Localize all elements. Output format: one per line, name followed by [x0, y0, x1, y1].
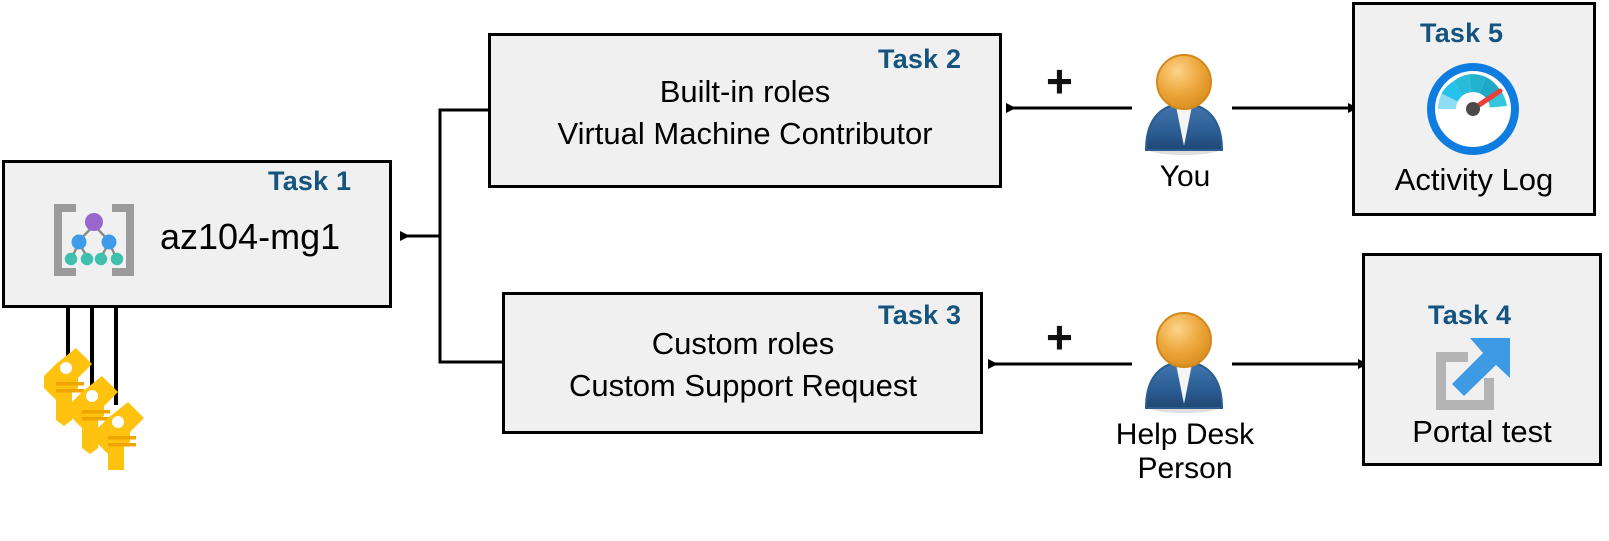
task3-box[interactable]: [502, 292, 983, 434]
task5-label: Task 5: [1420, 18, 1504, 48]
management-group-icon: [46, 198, 142, 282]
task4-label: Task 4: [1428, 300, 1512, 330]
task3-label: Task 3: [878, 300, 962, 330]
task4-text: Portal test: [1412, 414, 1552, 449]
task3-line2: Custom Support Request: [568, 368, 918, 403]
task2-line2: Virtual Machine Contributor: [557, 116, 933, 151]
task3-line1: Custom roles: [651, 326, 835, 361]
person-you[interactable]: [1136, 50, 1232, 158]
task2-box[interactable]: [488, 33, 1002, 188]
person-icon: [1144, 312, 1224, 413]
external-link-icon: [1424, 334, 1524, 416]
person-you-caption: You: [1159, 160, 1211, 193]
task2-line1: Built-in roles: [659, 74, 831, 109]
person-helpdesk[interactable]: [1136, 308, 1232, 416]
plus-sign-top: +: [1046, 55, 1073, 107]
task1-label: Task 1: [268, 166, 352, 196]
person-helpdesk-caption: Help Desk Person: [1115, 418, 1255, 485]
task1-text: az104-mg1: [160, 216, 341, 257]
activity-log-gauge-icon: [1418, 58, 1528, 160]
task1-box[interactable]: [2, 160, 392, 308]
task2-label: Task 2: [878, 44, 962, 74]
task5-text: Activity Log: [1394, 162, 1554, 197]
plus-sign-bottom: +: [1046, 311, 1073, 363]
three-keys-icon: [34, 340, 154, 480]
bracket-connector: [400, 108, 502, 364]
person-icon: [1144, 54, 1224, 155]
